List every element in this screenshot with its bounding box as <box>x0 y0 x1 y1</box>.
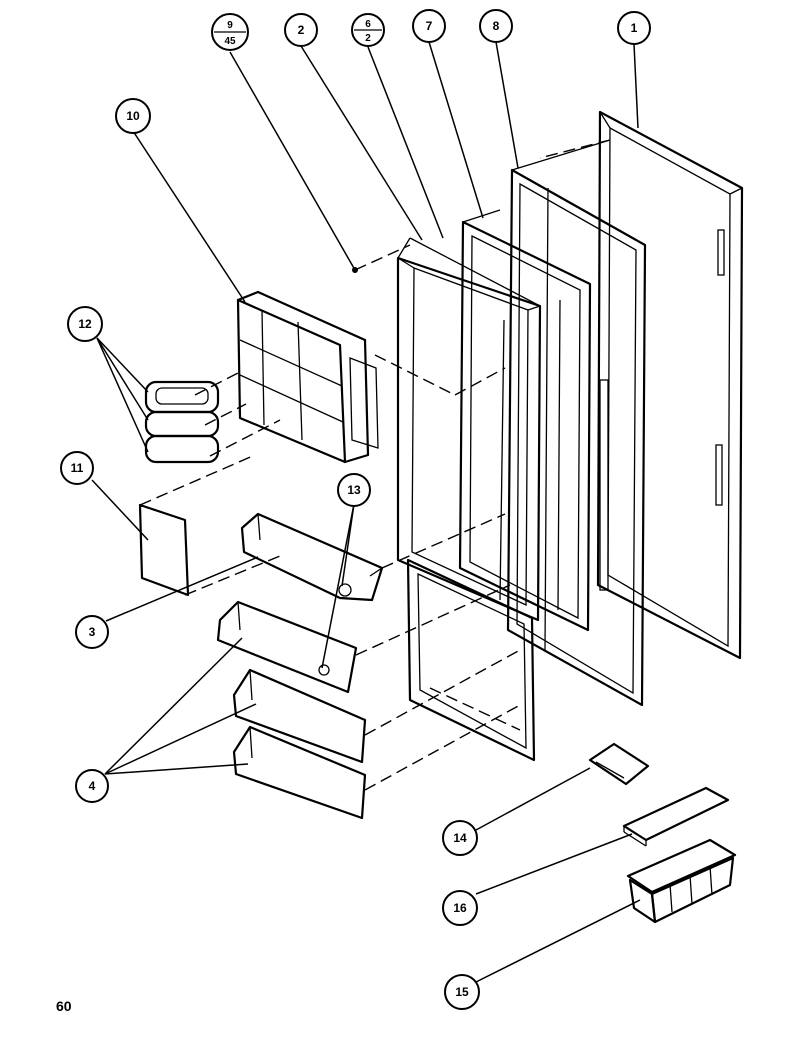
svg-text:2: 2 <box>365 33 371 44</box>
svg-text:14: 14 <box>453 831 467 845</box>
part-15-basket <box>626 838 737 924</box>
svg-text:2: 2 <box>298 23 305 37</box>
svg-text:9: 9 <box>227 20 233 31</box>
part-1-outer-door-panel <box>596 110 744 660</box>
part-12-containers <box>144 380 220 464</box>
callout-1: 1 <box>617 11 651 45</box>
svg-text:10: 10 <box>126 109 140 123</box>
callout-11: 11 <box>60 451 94 485</box>
page-number: 60 <box>56 998 72 1014</box>
callout-7: 7 <box>412 9 446 43</box>
part-11-cover <box>138 503 190 597</box>
part-10-shelf-rack <box>236 290 379 464</box>
svg-text:13: 13 <box>347 483 361 497</box>
callout-9-45: 9 45 <box>211 13 249 51</box>
svg-text:1: 1 <box>631 21 638 35</box>
assembly-dashed-lines <box>139 139 611 791</box>
callout-16: 16 <box>442 890 478 926</box>
part-14-tray <box>588 742 650 786</box>
svg-text:3: 3 <box>89 625 96 639</box>
lower-door-liner <box>406 558 536 762</box>
leader-lines <box>91 41 641 983</box>
svg-text:7: 7 <box>426 19 433 33</box>
callout-14: 14 <box>442 820 478 856</box>
callout-6-2: 6 2 <box>351 13 385 47</box>
part-16-lid <box>622 786 730 847</box>
callout-15: 15 <box>444 974 480 1010</box>
svg-text:11: 11 <box>71 461 84 475</box>
callout-3: 3 <box>75 615 109 649</box>
callout-12: 12 <box>67 306 103 342</box>
callout-2: 2 <box>284 13 318 47</box>
part-7-breaker-frame <box>458 209 592 632</box>
svg-text:12: 12 <box>78 317 92 331</box>
part-4-door-bins <box>216 600 367 820</box>
svg-text:15: 15 <box>455 985 469 999</box>
callout-8: 8 <box>479 9 513 43</box>
part-2-door-liner <box>396 237 542 622</box>
svg-text:6: 6 <box>365 19 371 30</box>
callout-4: 4 <box>75 769 109 803</box>
part-8-door-gasket <box>506 139 647 707</box>
svg-text:16: 16 <box>453 901 467 915</box>
callout-13: 13 <box>337 473 371 507</box>
part-3-door-bin <box>240 512 384 602</box>
svg-text:8: 8 <box>493 19 500 33</box>
callout-10: 10 <box>115 98 151 134</box>
svg-text:4: 4 <box>89 779 96 793</box>
svg-text:45: 45 <box>224 36 236 47</box>
